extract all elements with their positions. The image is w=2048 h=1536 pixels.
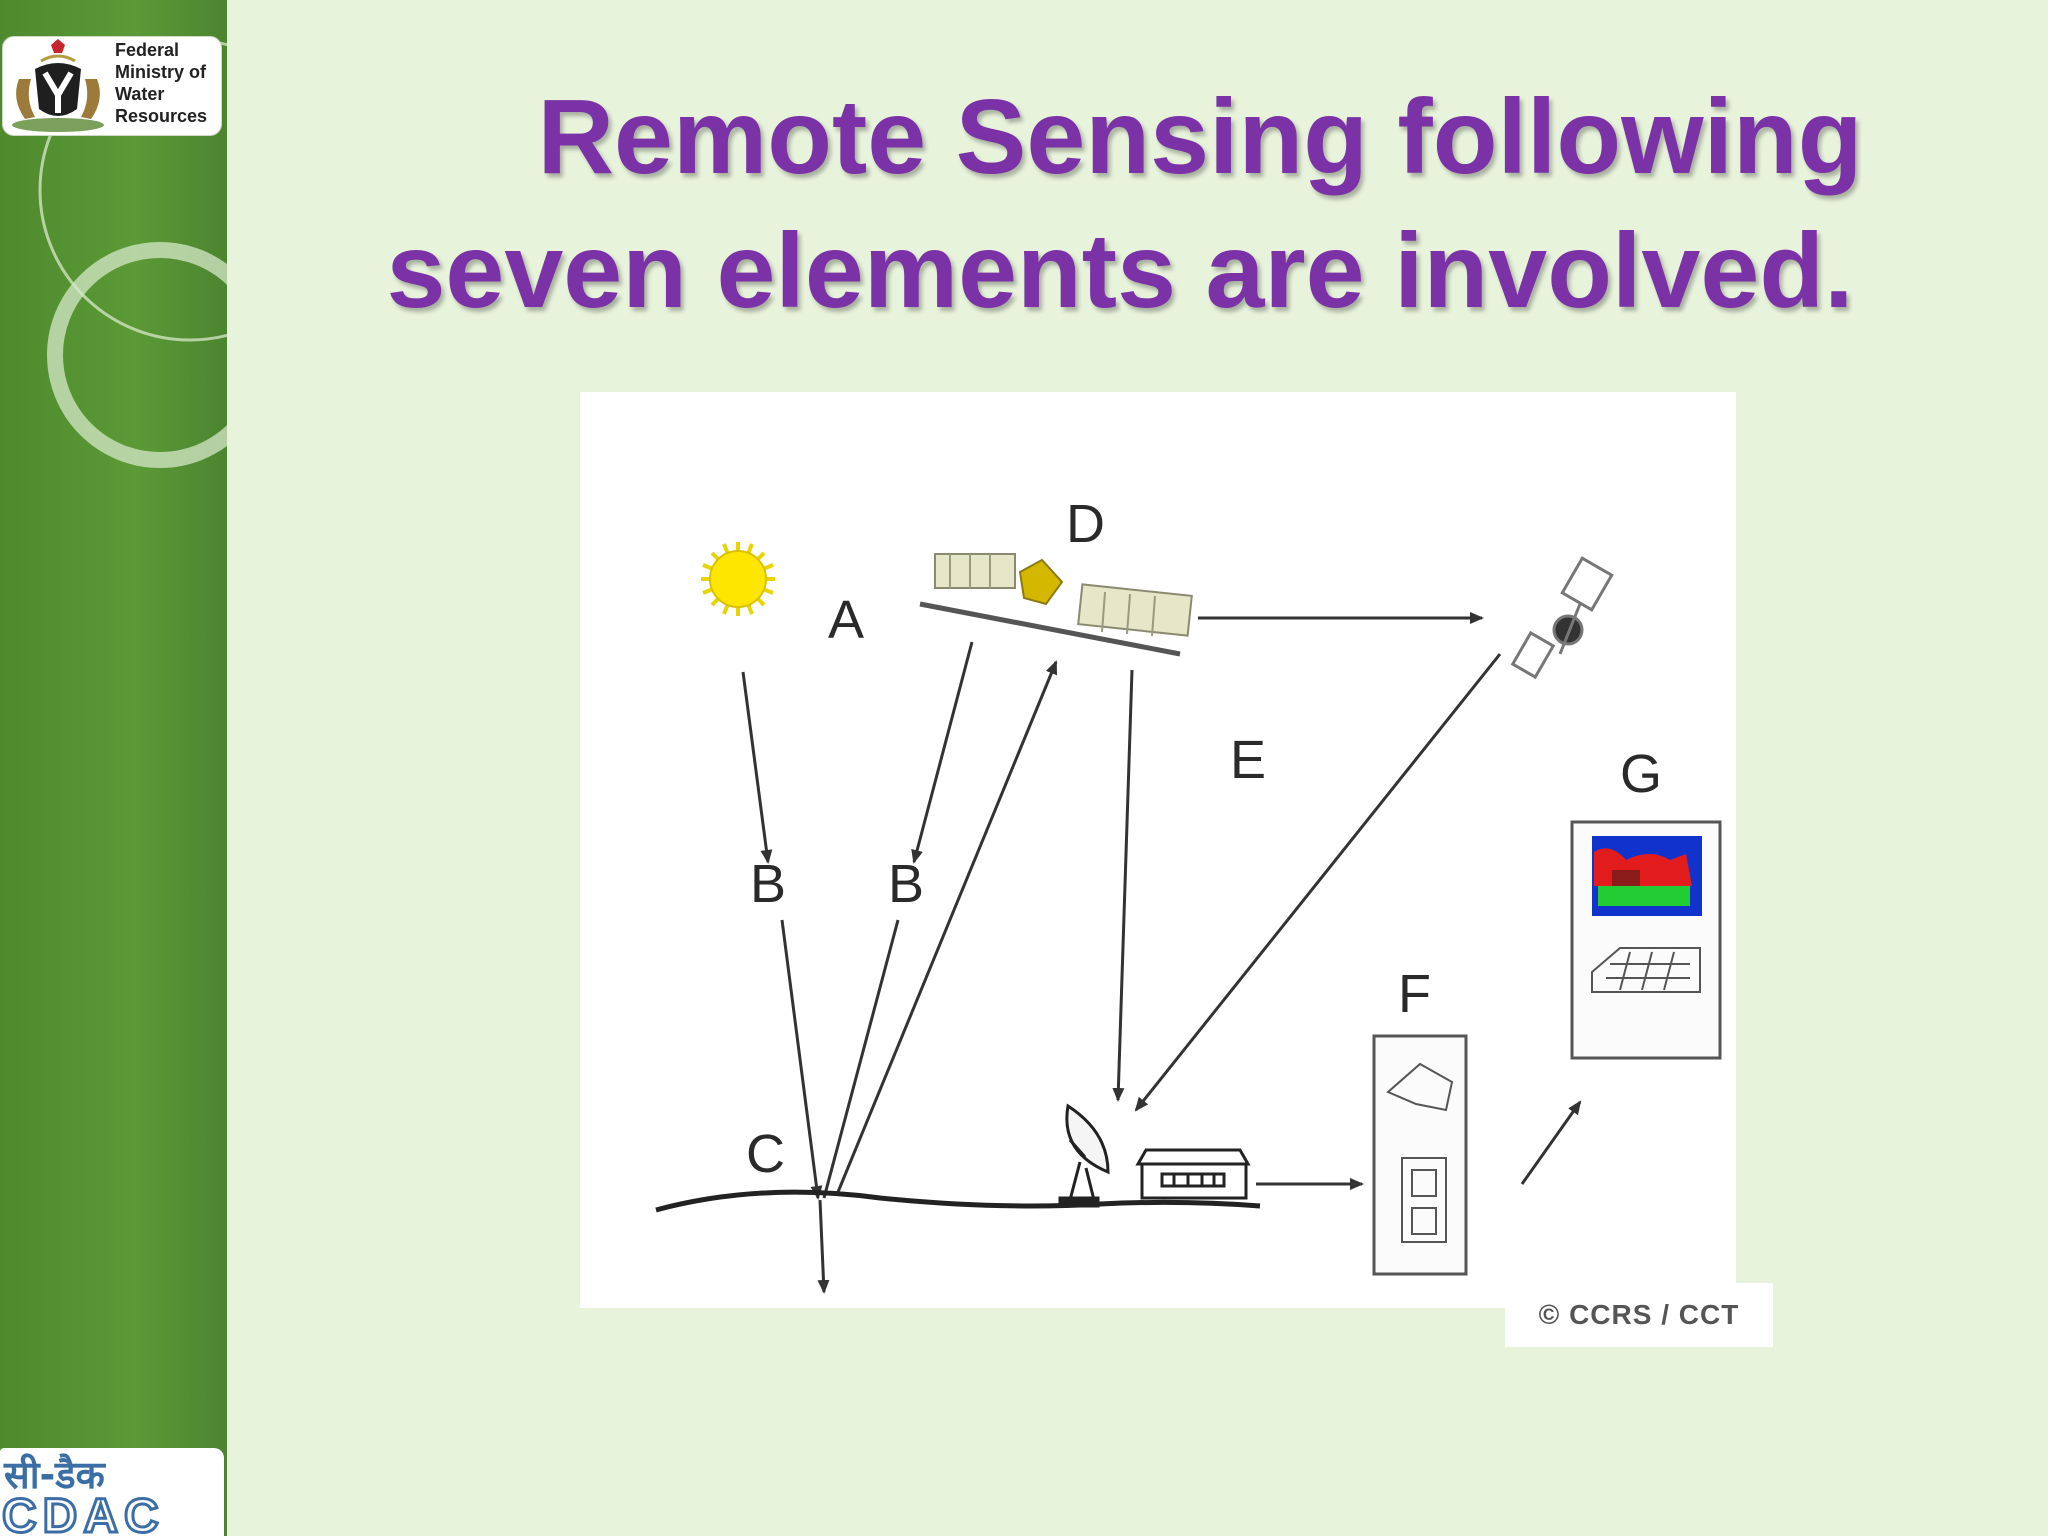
label-b-incoming: B [750,854,786,914]
label-d: D [1066,494,1105,554]
label-a: A [828,590,864,650]
logo-line: Water [115,84,165,104]
label-f: F [1398,964,1431,1024]
coat-of-arms-icon [12,39,104,132]
diagram-canvas: A B B C D E F G [655,494,1722,1294]
label-g: G [1620,744,1662,804]
processing-station-icon [1135,1148,1251,1200]
ministry-logo: Federal Ministry of Water Resources [2,36,222,136]
logo-line: Ministry of [115,62,207,82]
logo-text: Federal Ministry of Water Resources [115,39,221,127]
title-line-2: seven elements are involved. [386,212,1854,330]
logo-line: Resources [115,106,208,126]
slide-title: Remote Sensing following seven elements … [320,70,1920,338]
label-c: C [746,1124,785,1184]
sidebar-band: Federal Ministry of Water Resources सी-ड… [0,0,227,1536]
receiving-dish-icon [1058,1103,1110,1208]
label-e: E [1230,730,1266,790]
logo-line: Federal [115,40,180,60]
interpretation-panel-icon [1372,1034,1468,1276]
title-line-1: Remote Sensing following [537,78,1863,196]
cdac-logo-graphic: सी-डैक CDAC [1,1453,165,1536]
cdac-hindi-text: सी-डैक [3,1453,107,1497]
decorative-rings [38,38,227,468]
sensor-satellite-icon [919,553,1193,657]
sun-icon [701,542,775,616]
image-credit: © CCRS / CCT [1505,1283,1773,1347]
application-panel-icon [1570,820,1722,1060]
relay-satellite-icon [1510,556,1614,680]
label-b-reflected: B [888,854,924,914]
cdac-latin-text: CDAC [2,1490,165,1536]
ground-line [655,1189,1261,1213]
remote-sensing-diagram: A B B C D E F G [580,392,1736,1308]
cdac-logo: सी-डैक CDAC [0,1448,224,1536]
